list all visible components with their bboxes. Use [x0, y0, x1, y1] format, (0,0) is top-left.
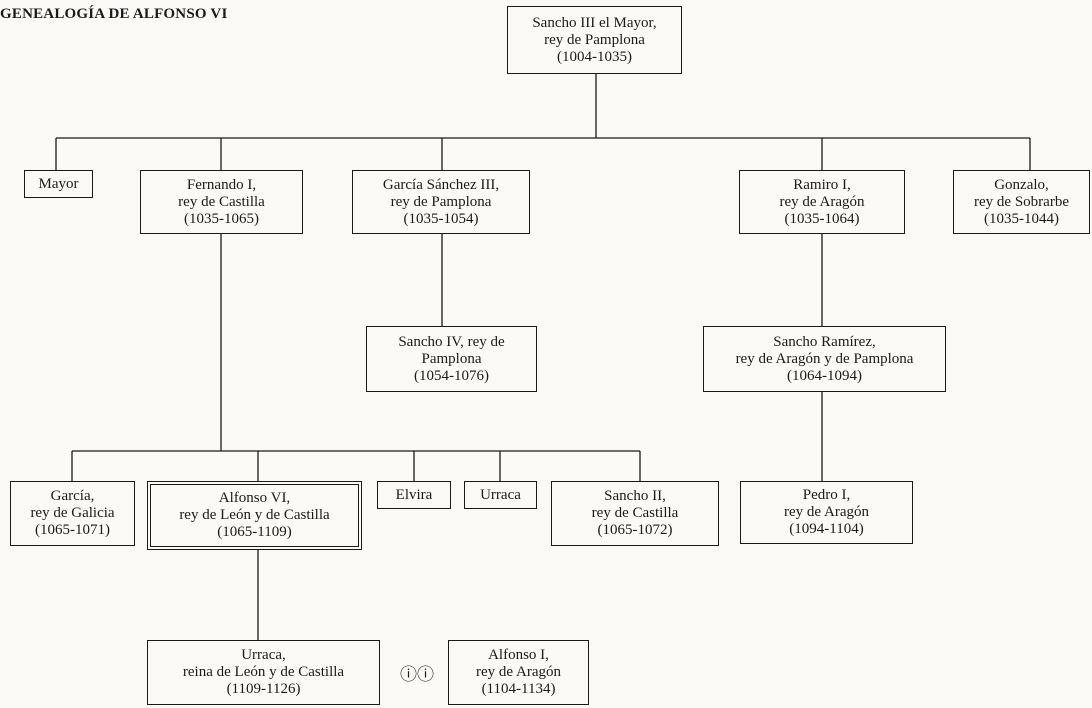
node-mayor: Mayor	[24, 170, 93, 198]
node-sancho-iii: Sancho III el Mayor, rey de Pamplona (10…	[507, 6, 682, 74]
diagram-title: GENEALOGÍA DE ALFONSO VI	[0, 6, 228, 22]
node-sancho-ramirez: Sancho Ramírez, rey de Aragón y de Pampl…	[703, 326, 946, 392]
node-elvira: Elvira	[377, 481, 451, 509]
node-urraca-reina: Urraca, reina de León y de Castilla (110…	[147, 640, 380, 705]
marriage-rings-icon: ⓘⓘ	[400, 665, 434, 684]
node-pedro-i: Pedro I, rey de Aragón (1094-1104)	[740, 481, 913, 544]
node-sancho-iv: Sancho IV, rey de Pamplona (1054-1076)	[366, 326, 537, 392]
node-urraca: Urraca	[464, 481, 537, 509]
node-fernando-i: Fernando I, rey de Castilla (1035-1065)	[140, 170, 303, 234]
node-alfonso-vi: Alfonso VI, rey de León y de Castilla (1…	[147, 481, 362, 550]
node-ramiro-i: Ramiro I, rey de Aragón (1035-1064)	[739, 170, 905, 234]
node-garcia-sanchez-iii: García Sánchez III, rey de Pamplona (103…	[352, 170, 530, 234]
node-sancho-ii: Sancho II, rey de Castilla (1065-1072)	[551, 481, 719, 546]
node-gonzalo: Gonzalo, rey de Sobrarbe (1035-1044)	[953, 170, 1090, 234]
node-alfonso-i: Alfonso I, rey de Aragón (1104-1134)	[448, 640, 589, 705]
node-garcia: García, rey de Galicia (1065-1071)	[10, 481, 135, 546]
